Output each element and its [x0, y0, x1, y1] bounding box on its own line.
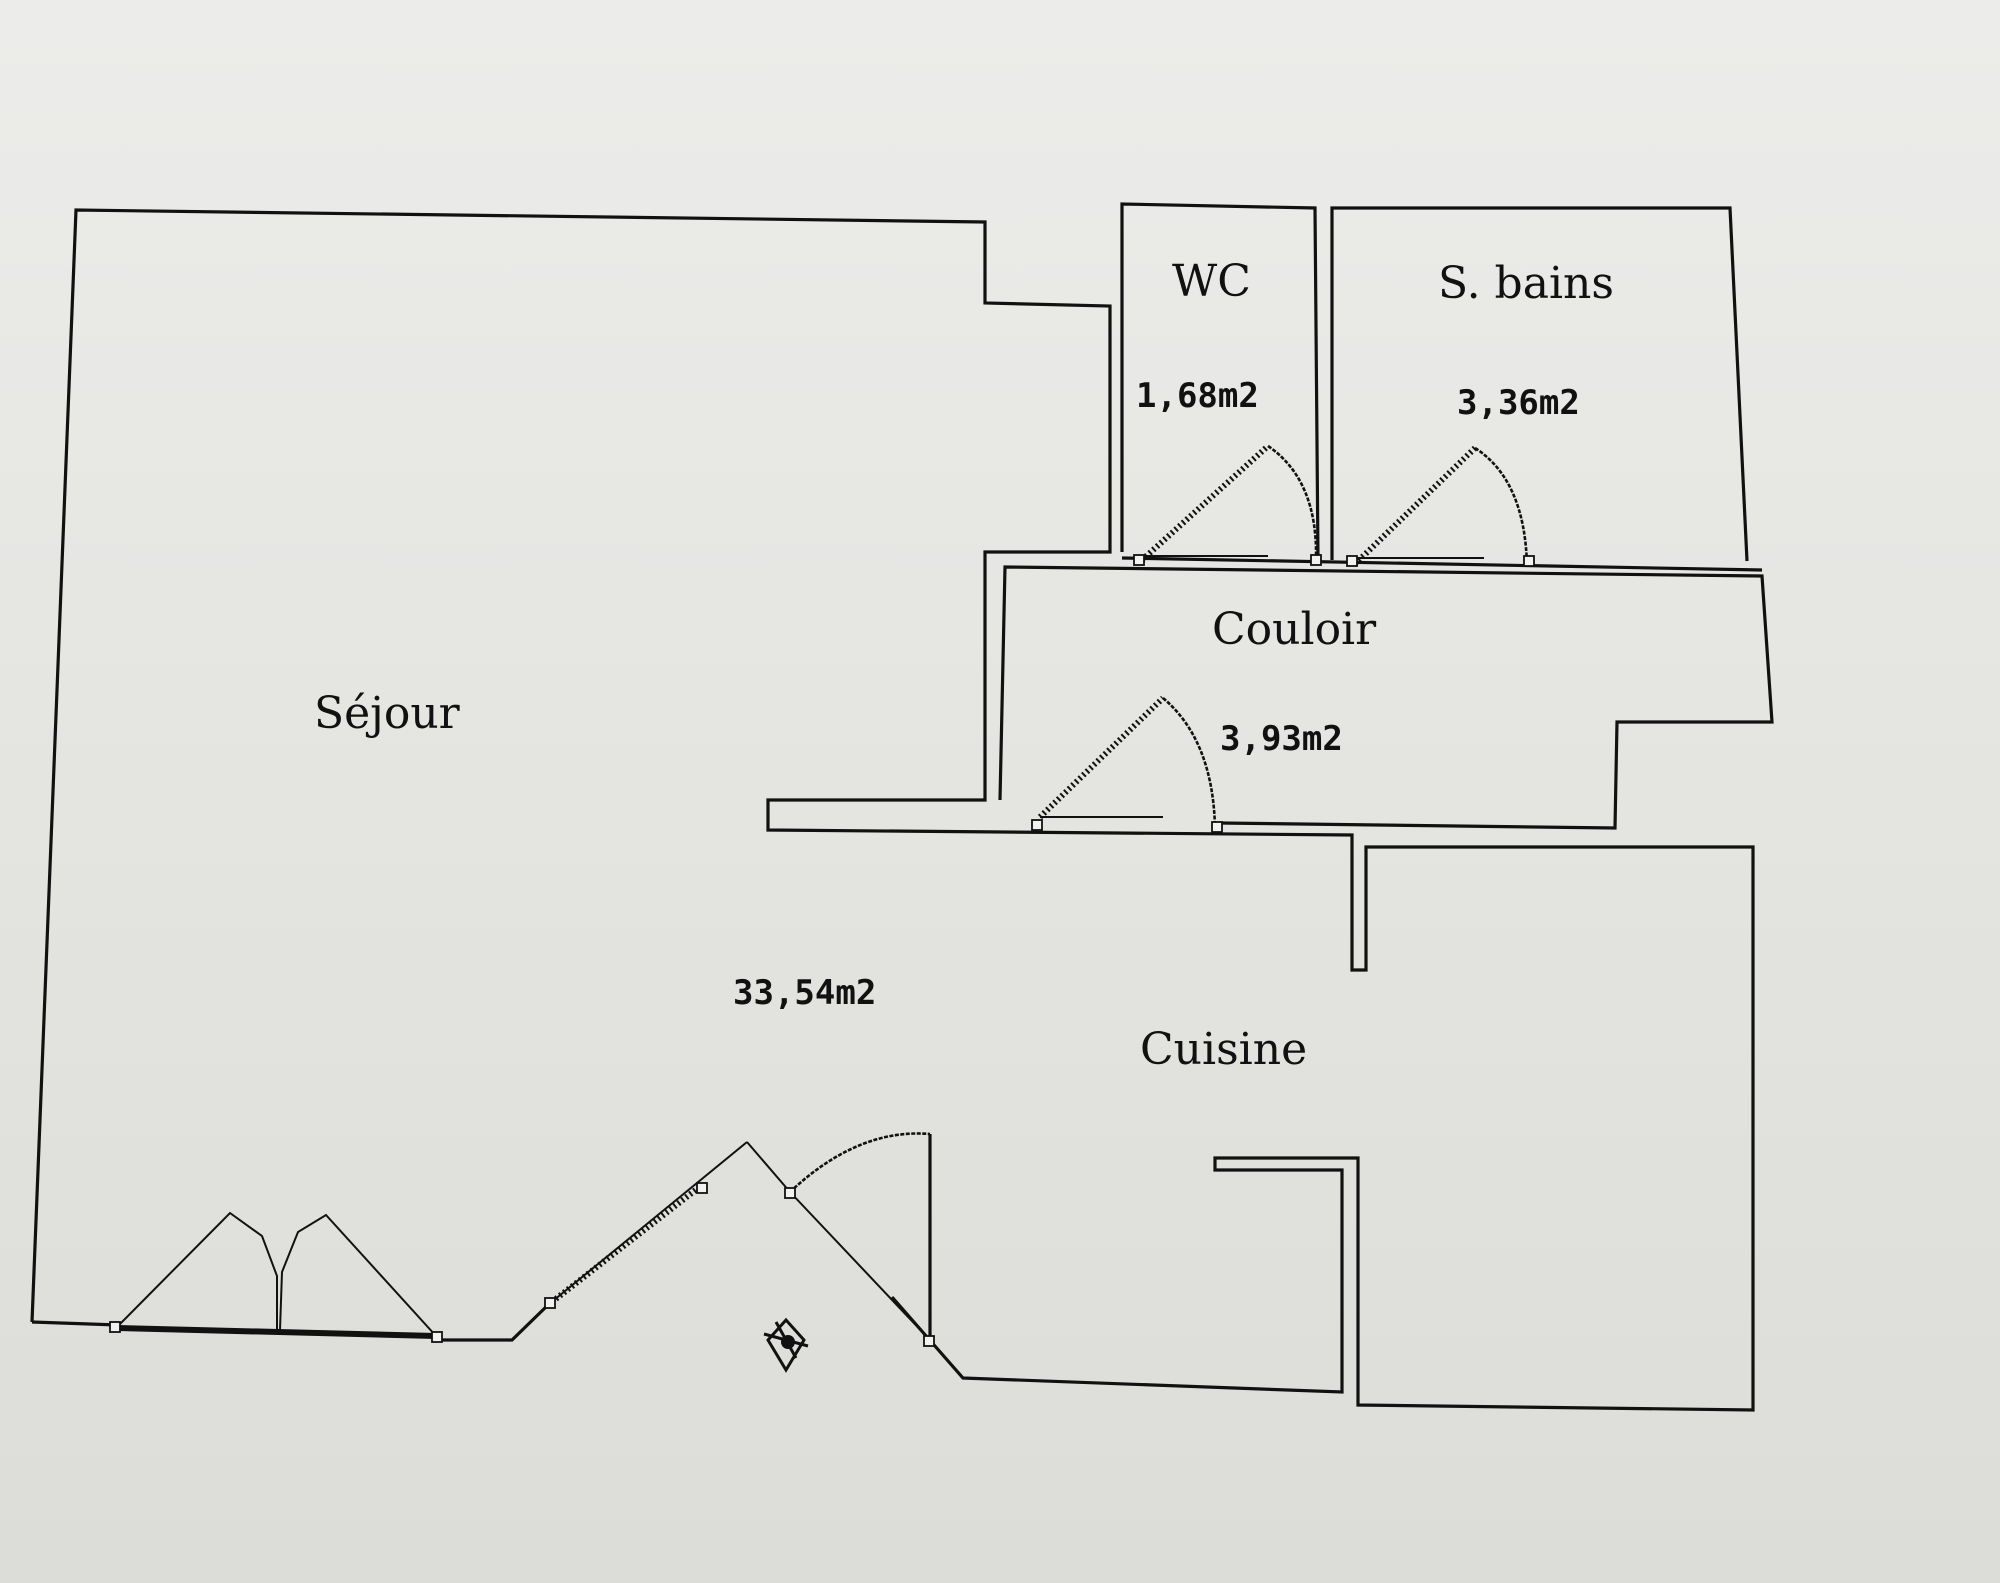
wall-salle-de-bains	[1330, 206, 1749, 562]
wall-sejour-outer	[30, 208, 1755, 1412]
door-couloir	[1031, 695, 1223, 833]
wall-couloir-top	[1121, 556, 1763, 572]
room-labels: WC 1,68m2 S. bains 3,36m2 Couloir 3,93m2…	[314, 256, 1614, 1075]
wall-wc	[1120, 202, 1320, 561]
room-name-sejour: Séjour	[314, 688, 461, 739]
wall-sejour-bottom-mid	[436, 1303, 550, 1342]
door-sejour-right	[746, 1132, 935, 1347]
room-name-wc: WC	[1172, 256, 1251, 307]
walls	[30, 202, 1774, 1412]
compass-rose-icon	[763, 1317, 809, 1373]
door-sejour-double	[109, 1211, 443, 1343]
room-area-salle-de-bains: 3,36m2	[1457, 383, 1580, 423]
door-salle-de-bains	[1346, 445, 1535, 567]
wall-sejour-bottom-left	[31, 1320, 119, 1327]
door-wc	[1133, 443, 1322, 566]
doors	[109, 443, 1535, 1347]
room-name-couloir: Couloir	[1212, 604, 1377, 655]
door-sejour-slanted	[544, 1141, 748, 1309]
wall-couloir	[998, 565, 1774, 830]
room-area-sejour: 33,54m2	[733, 973, 876, 1013]
room-name-cuisine: Cuisine	[1140, 1024, 1307, 1075]
room-area-couloir: 3,93m2	[1220, 719, 1343, 759]
room-area-wc: 1,68m2	[1136, 376, 1259, 416]
room-name-salle-de-bains: S. bains	[1438, 258, 1614, 309]
